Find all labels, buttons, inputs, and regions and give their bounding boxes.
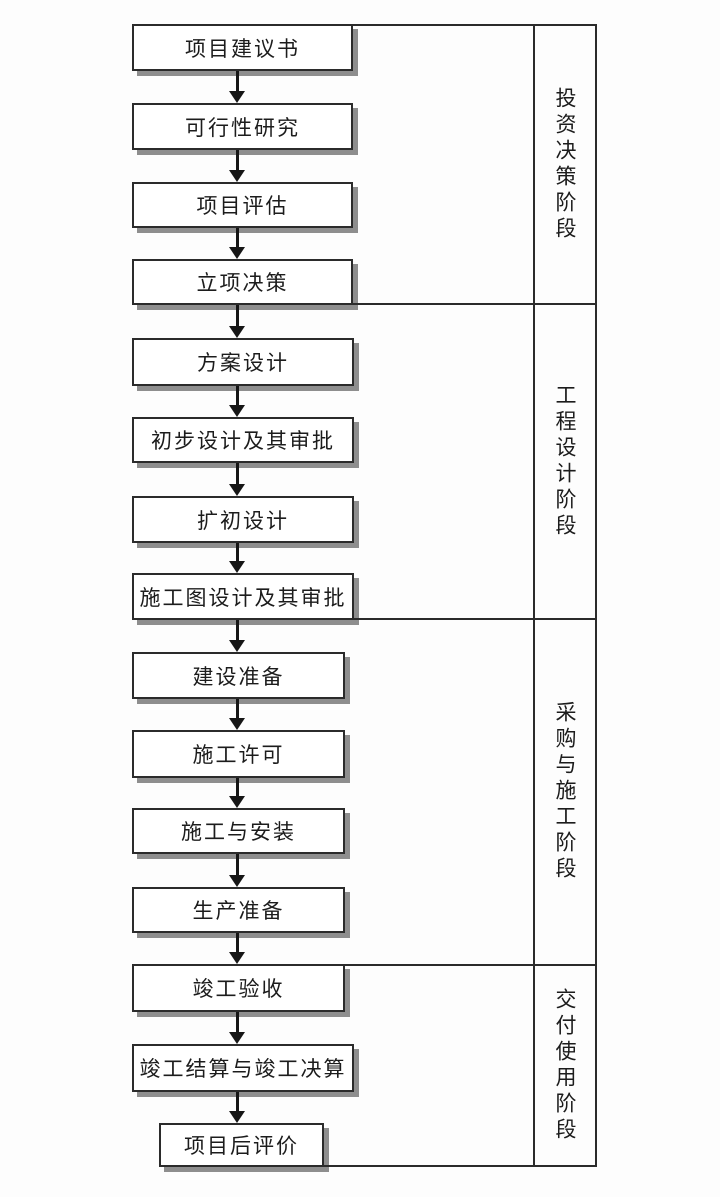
- flow-step-box: 施工许可: [132, 730, 345, 778]
- flow-step-box: 项目评估: [132, 182, 353, 228]
- flow-step-box: 生产准备: [132, 887, 345, 933]
- down-arrow-head: [229, 718, 245, 730]
- down-arrow-head: [229, 405, 245, 417]
- divider-line-stage1-stage2: [353, 303, 597, 305]
- down-arrow-head: [229, 640, 245, 652]
- down-arrow-head: [229, 1032, 245, 1044]
- flow-step-box: 竣工结算与竣工决算: [132, 1044, 354, 1092]
- flow-step-box: 立项决策: [132, 259, 353, 305]
- down-arrow-shaft: [236, 228, 239, 249]
- flow-step-box: 施工与安装: [132, 808, 345, 854]
- down-arrow-shaft: [236, 1012, 239, 1034]
- down-arrow-shaft: [236, 699, 239, 720]
- flow-step-box: 建设准备: [132, 652, 345, 699]
- down-arrow-shaft: [236, 778, 239, 798]
- down-arrow-shaft: [236, 854, 239, 877]
- flow-step-box: 项目建议书: [132, 24, 353, 71]
- down-arrow-head: [229, 561, 245, 573]
- flow-step-box: 项目后评价: [159, 1123, 324, 1167]
- down-arrow-head: [229, 484, 245, 496]
- flow-step-box: 竣工验收: [132, 964, 345, 1012]
- down-arrow-shaft: [236, 386, 239, 407]
- stage-column-right-rail: [595, 24, 597, 1167]
- stage-label-investment-decision: 投资决策阶段: [553, 86, 577, 243]
- divider-line-bottom: [321, 1165, 597, 1167]
- stage-column-left-rail: [533, 24, 535, 1167]
- down-arrow-head: [229, 91, 245, 103]
- flow-step-box: 方案设计: [132, 338, 354, 386]
- down-arrow-head: [229, 796, 245, 808]
- flow-step-box: 初步设计及其审批: [132, 417, 354, 463]
- divider-line-top: [353, 24, 597, 26]
- stage-label-engineering-design: 工程设计阶段: [553, 383, 577, 540]
- down-arrow-shaft: [236, 305, 239, 328]
- down-arrow-head: [229, 952, 245, 964]
- stage-label-procurement-construction: 采购与施工阶段: [553, 701, 577, 883]
- divider-line-stage3-stage4: [345, 964, 597, 966]
- stage-label-delivery-use: 交付使用阶段: [553, 987, 577, 1144]
- flow-step-box: 施工图设计及其审批: [132, 573, 354, 620]
- divider-line-stage2-stage3: [353, 618, 597, 620]
- down-arrow-head: [229, 1111, 245, 1123]
- down-arrow-shaft: [236, 463, 239, 486]
- down-arrow-shaft: [236, 71, 239, 93]
- flow-step-box: 可行性研究: [132, 103, 353, 150]
- down-arrow-shaft: [236, 150, 239, 172]
- down-arrow-head: [229, 247, 245, 259]
- down-arrow-shaft: [236, 933, 239, 954]
- down-arrow-shaft: [236, 620, 239, 642]
- down-arrow-head: [229, 326, 245, 338]
- flow-step-box: 扩初设计: [132, 496, 354, 543]
- down-arrow-shaft: [236, 1092, 239, 1113]
- down-arrow-shaft: [236, 543, 239, 563]
- down-arrow-head: [229, 875, 245, 887]
- down-arrow-head: [229, 170, 245, 182]
